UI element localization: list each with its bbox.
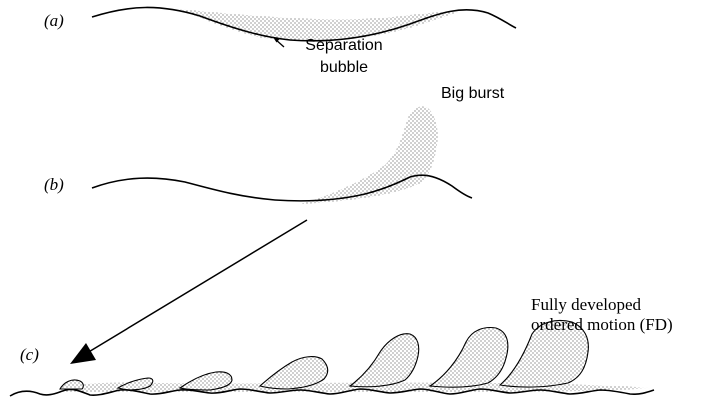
separation-annotation-line1: Separation [287,38,401,54]
panel-b-burst [300,106,438,204]
fd-annotation-line2: ordered motion (FD) [531,316,673,333]
panel-c-label: (c) [20,346,39,363]
panel-c-eddy-5 [350,334,419,387]
panel-a-label: (a) [44,12,64,29]
panel-a-separation-bubble [178,9,458,41]
panel-c-eddy-6 [430,328,508,388]
separation-annotation-line2: bubble [287,60,401,76]
panel-b-label: (b) [44,176,64,193]
big-burst-annotation: Big burst [441,86,504,102]
large-arrow-icon [70,220,307,364]
fd-annotation-line1: Fully developed [531,296,641,313]
panel-c-eddy-1 [60,380,83,389]
panel-b-drawing [92,106,472,204]
